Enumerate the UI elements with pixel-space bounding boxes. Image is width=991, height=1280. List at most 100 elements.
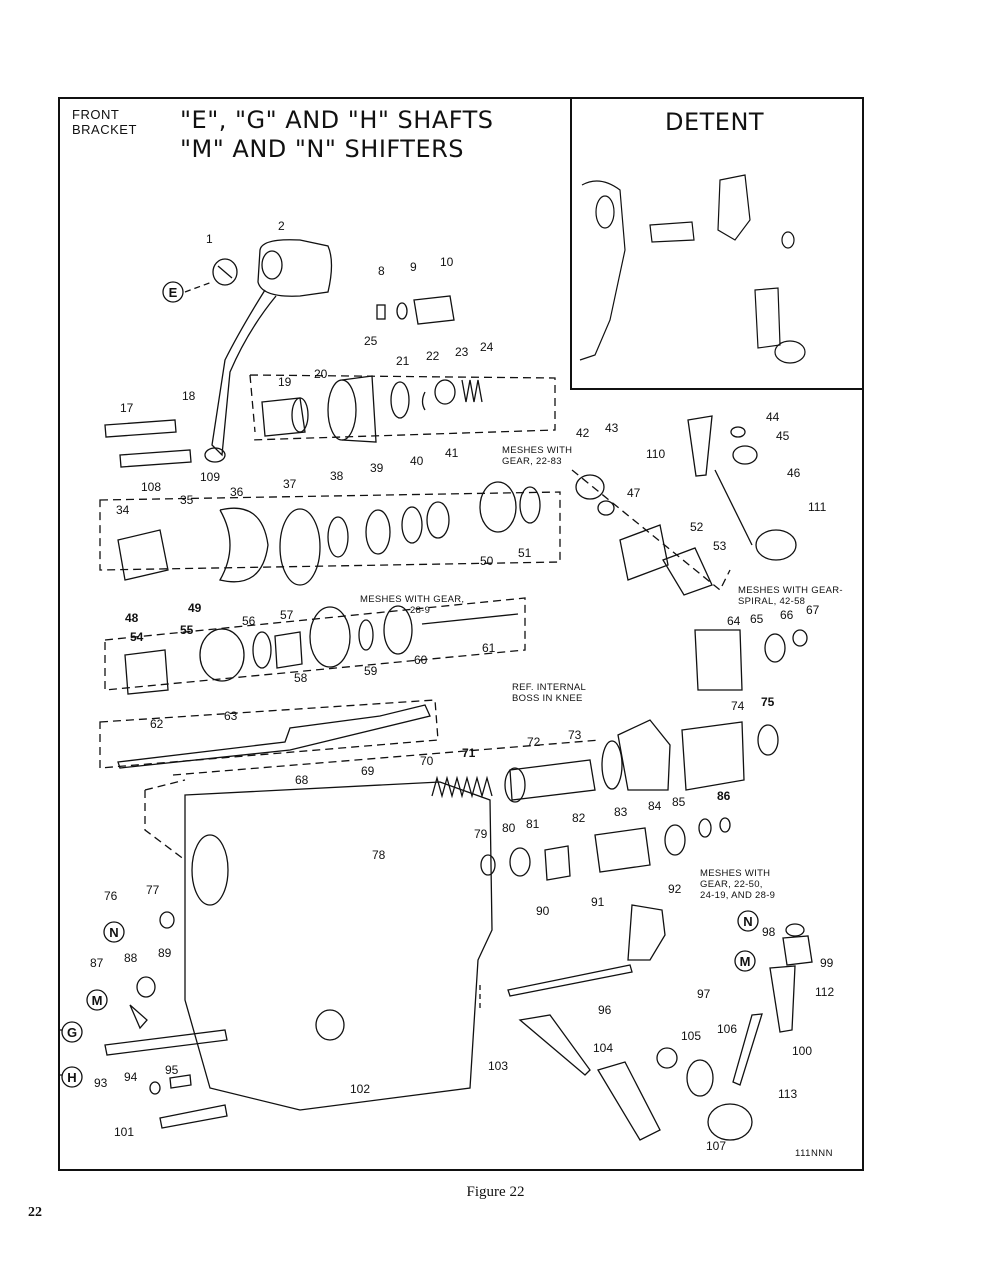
part-label-53: 53 xyxy=(713,539,727,553)
part-label-37: 37 xyxy=(283,477,297,491)
part-label-96: 96 xyxy=(598,1003,612,1017)
part-50-gear xyxy=(479,481,517,533)
part-label-90: 90 xyxy=(536,904,550,918)
part-label-99: 99 xyxy=(820,956,834,970)
part-label-74: 74 xyxy=(731,699,745,713)
part-label-9: 9 xyxy=(410,260,417,274)
part-label-111: 111 xyxy=(808,500,827,514)
part-100 xyxy=(732,1013,763,1086)
part-46-shaft xyxy=(714,469,753,546)
part-37-gasket xyxy=(279,508,321,586)
note-28-9-l1: MESHES WITH GEAR, xyxy=(360,594,464,605)
part-72 xyxy=(509,759,596,801)
part-34 xyxy=(117,529,169,581)
part-label-112: 112 xyxy=(815,985,834,999)
part-83 xyxy=(594,827,651,873)
part-label-54: 54 xyxy=(130,630,144,644)
housing-bore xyxy=(191,834,229,906)
part-label-24: 24 xyxy=(480,340,494,354)
shaft-h-letter: H xyxy=(67,1070,76,1085)
part-label-108: 108 xyxy=(141,480,161,494)
part-label-61: 61 xyxy=(482,641,496,655)
housing-dash-top xyxy=(172,739,601,776)
part-17-pin xyxy=(104,419,177,438)
part-label-62: 62 xyxy=(150,717,164,731)
part-label-47: 47 xyxy=(627,486,641,500)
note-multi-l2: GEAR, 22-50, xyxy=(700,879,763,890)
part-label-78: 78 xyxy=(372,848,386,862)
part-111 xyxy=(755,529,797,561)
part-label-44: 44 xyxy=(766,410,780,424)
part-106 xyxy=(686,1059,714,1097)
part-94 xyxy=(149,1081,161,1095)
part-10-knurled xyxy=(413,295,455,325)
part-drawings xyxy=(58,239,813,1141)
note-spiral-l2: SPIRAL, 42-58 xyxy=(738,596,805,607)
part-label-56: 56 xyxy=(242,614,256,628)
shaft-g-letter: G xyxy=(67,1025,77,1040)
part-label-79: 79 xyxy=(474,827,488,841)
part-103 xyxy=(518,1014,591,1076)
note-22-83-l2: GEAR, 22-83 xyxy=(502,456,562,467)
part-8 xyxy=(376,304,386,320)
part-38-bearing xyxy=(327,516,349,558)
part-label-71: 71 xyxy=(462,746,476,760)
part-label-76: 76 xyxy=(104,889,118,903)
part-label-41: 41 xyxy=(445,446,459,460)
part-label-39: 39 xyxy=(370,461,384,475)
part-label-48: 48 xyxy=(125,611,139,625)
part-label-77: 77 xyxy=(146,883,160,897)
part-label-67: 67 xyxy=(806,603,820,617)
part-label-59: 59 xyxy=(364,664,378,678)
part-label-49: 49 xyxy=(188,601,202,615)
housing-bore-lower xyxy=(315,1009,345,1041)
part-label-110: 110 xyxy=(646,447,665,461)
front-bracket-label: FRONT BRACKET xyxy=(72,107,137,137)
part-label-35: 35 xyxy=(180,493,194,507)
part-label-22: 22 xyxy=(426,349,440,363)
part-label-20: 20 xyxy=(314,367,328,381)
part-21-ring xyxy=(390,381,410,419)
part-label-63: 63 xyxy=(224,709,238,723)
part-label-83: 83 xyxy=(614,805,628,819)
bracket-foot xyxy=(204,447,226,463)
note-ref-boss-l2: BOSS IN KNEE xyxy=(512,693,583,704)
part-54 xyxy=(124,649,169,695)
part-label-113: 113 xyxy=(778,1087,797,1101)
shaft-e-letter: E xyxy=(169,285,178,300)
part-label-98: 98 xyxy=(762,925,776,939)
part-label-58: 58 xyxy=(294,671,308,685)
part-112 xyxy=(769,965,796,1033)
note-multi-l1: MESHES WITH xyxy=(700,868,770,879)
part-label-51: 51 xyxy=(518,546,532,560)
part-label-2: 2 xyxy=(278,219,285,233)
shifter-n-letter: N xyxy=(109,925,118,940)
figure-caption: Figure 22 xyxy=(466,1184,525,1200)
title-line2: "M" AND "N" SHIFTERS xyxy=(180,135,465,163)
part-77 xyxy=(159,911,175,929)
part-label-82: 82 xyxy=(572,811,586,825)
part-22-clip xyxy=(421,391,426,411)
part-label-84: 84 xyxy=(648,799,662,813)
detent-panel xyxy=(570,97,864,390)
part-40-washer xyxy=(401,506,423,544)
part-label-107: 107 xyxy=(706,1139,726,1153)
shifter-m2-circle xyxy=(734,950,756,972)
part-99 xyxy=(782,935,813,966)
part-47 xyxy=(619,524,669,581)
shaft-h-circle xyxy=(61,1066,83,1088)
part-label-52: 52 xyxy=(690,520,704,534)
part-label-36: 36 xyxy=(230,485,244,499)
part-60-bearing xyxy=(383,605,413,655)
part-105 xyxy=(656,1047,678,1069)
part-label-19: 19 xyxy=(278,375,292,389)
part-label-101: 101 xyxy=(114,1125,134,1139)
part-label-91: 91 xyxy=(591,895,605,909)
part-61-key xyxy=(421,613,519,625)
part-label-80: 80 xyxy=(502,821,516,835)
drawing-code: 111NNN xyxy=(795,1148,834,1159)
part-24-spring xyxy=(461,379,483,403)
part-label-85: 85 xyxy=(672,795,686,809)
part-62-shaft xyxy=(117,704,431,769)
